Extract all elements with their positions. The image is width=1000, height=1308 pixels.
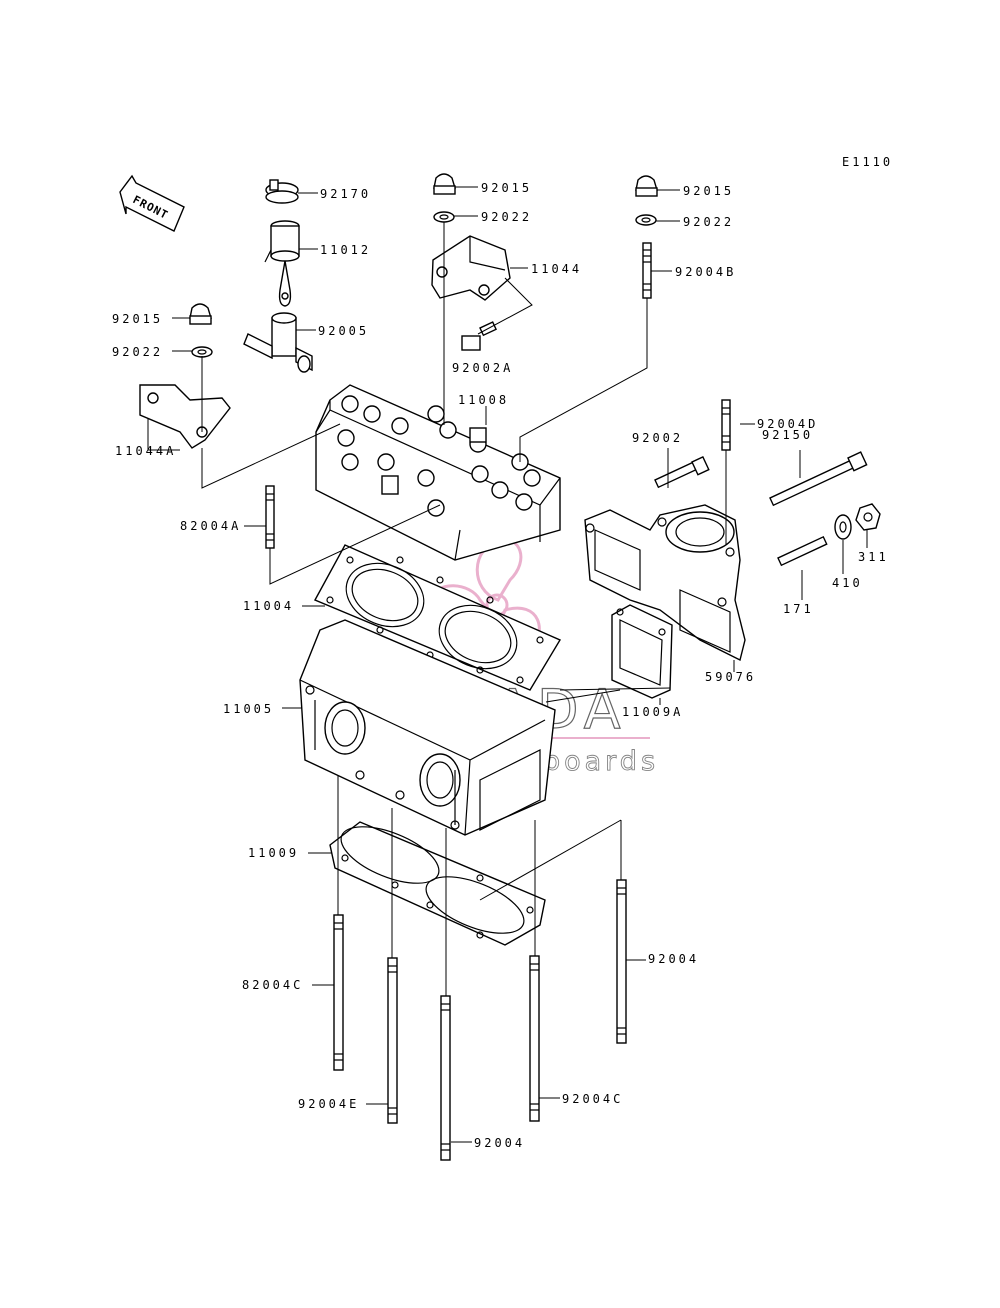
stud-171 — [777, 535, 828, 567]
label-311: 311 — [858, 550, 889, 564]
label-92015-right: 92015 — [683, 184, 734, 198]
label-92004b: 92004B — [675, 265, 736, 279]
label-82004a: 82004A — [180, 519, 241, 533]
stud-92004-right — [616, 879, 627, 1044]
label-92015-left: 92015 — [112, 312, 163, 326]
stud-92004c — [529, 955, 540, 1122]
label-11009: 11009 — [248, 846, 299, 860]
label-410: 410 — [832, 576, 863, 590]
label-92022-left: 92022 — [112, 345, 163, 359]
part-labels: 92170 11012 92015 92022 11044 92015 9202… — [112, 181, 889, 1150]
cylinder-block — [299, 619, 556, 836]
washer-410 — [834, 514, 852, 540]
stud-92004b — [642, 242, 652, 299]
base-gasket — [329, 821, 546, 946]
bracket-11044 — [431, 235, 511, 301]
label-11044: 11044 — [531, 262, 582, 276]
label-92004-right: 92004 — [648, 952, 699, 966]
diagram-code: E1110 — [842, 155, 893, 169]
stud-82004c — [333, 914, 344, 1071]
label-92170: 92170 — [320, 187, 371, 201]
cap-nut-center — [433, 173, 456, 223]
front-arrow-icon: FRONT — [119, 174, 185, 232]
cap-nut-right — [635, 175, 658, 226]
label-92002: 92002 — [632, 431, 683, 445]
bolt-92150 — [769, 451, 868, 507]
stud-92004-bottom — [440, 995, 451, 1161]
label-171: 171 — [783, 602, 814, 616]
label-59076: 59076 — [705, 670, 756, 684]
exhaust-manifold — [584, 504, 746, 662]
label-11005: 11005 — [223, 702, 274, 716]
stud-92004e — [387, 957, 398, 1124]
stud-92004d — [721, 399, 731, 451]
label-92022-right: 92022 — [683, 215, 734, 229]
label-11004: 11004 — [243, 599, 294, 613]
label-92004d: 92004D — [757, 417, 818, 431]
label-92002a: 92002A — [452, 361, 513, 375]
label-11009a: 11009A — [622, 705, 683, 719]
stud-82004a — [265, 485, 275, 549]
label-92004-bottom: 92004 — [474, 1136, 525, 1150]
bracket-11044a — [139, 384, 231, 449]
head-gasket — [314, 544, 562, 691]
thermostat — [264, 220, 300, 307]
label-11012: 11012 — [320, 243, 371, 257]
label-82004c: 82004C — [242, 978, 303, 992]
cap-nut-left — [189, 303, 213, 358]
bolt-92002a — [461, 321, 497, 351]
hose-clamp — [265, 179, 299, 204]
label-92022-center: 92022 — [481, 210, 532, 224]
t-fitting — [243, 312, 313, 373]
cylinder-head — [315, 384, 561, 561]
label-92005: 92005 — [318, 324, 369, 338]
label-11044a: 11044A — [115, 444, 176, 458]
label-92004c: 92004C — [562, 1092, 623, 1106]
label-92015-center: 92015 — [481, 181, 532, 195]
exhaust-gasket — [611, 604, 673, 699]
label-11008: 11008 — [458, 393, 509, 407]
bolt-92002 — [654, 455, 710, 489]
leader-lines — [147, 186, 868, 1143]
nut-311 — [855, 503, 881, 531]
label-92150: 92150 — [762, 428, 813, 442]
label-92004e: 92004E — [298, 1097, 359, 1111]
